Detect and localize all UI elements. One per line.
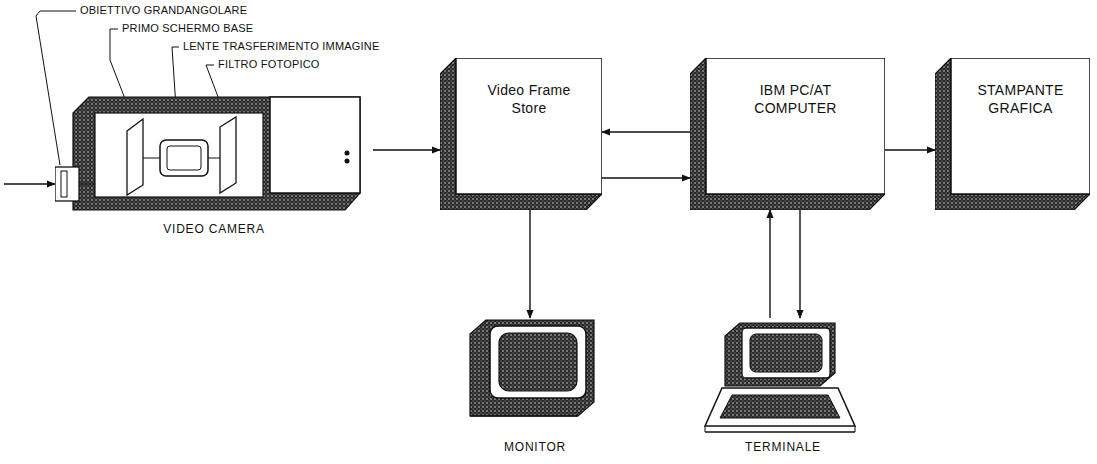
box-outline	[440, 58, 602, 210]
callout-label: OBIETTIVO GRANDANGOLARE	[80, 4, 247, 16]
computer-box: IBM PC/AT COMPUTER	[690, 58, 885, 210]
box-outline	[690, 58, 885, 210]
callout-label: PRIMO SCHERMO BASE	[122, 22, 253, 34]
callout-label: LENTE TRASFERIMENTO IMMAGINE	[183, 40, 380, 52]
unit-caption: TERMINALE	[700, 318, 866, 455]
box-title: Video Frame Store	[471, 58, 572, 117]
box-outline	[935, 58, 1090, 210]
signal-arrow	[373, 149, 440, 150]
signal-arrow	[529, 210, 530, 318]
printer-box: STAMPANTE GRAFICA	[935, 58, 1090, 210]
video-camera: VIDEO CAMERA	[55, 95, 373, 247]
signal-arrow	[602, 131, 690, 132]
terminal-outline	[700, 318, 866, 460]
signal-arrow	[885, 149, 935, 150]
signal-arrow	[602, 177, 690, 178]
input-light-arrow	[4, 183, 55, 184]
signal-arrow	[769, 210, 770, 318]
monitor-outline	[462, 318, 608, 460]
monitor-unit: MONITOR	[462, 318, 608, 460]
leader-line	[36, 11, 76, 165]
frame-store-box: Video Frame Store	[440, 58, 602, 210]
signal-arrow	[799, 210, 800, 318]
box-title: IBM PC/AT COMPUTER	[730, 58, 846, 117]
box-title: STAMPANTE GRAFICA	[957, 58, 1068, 117]
callout-label: FILTRO FOTOPICO	[218, 58, 320, 70]
unit-caption: MONITOR	[462, 318, 608, 455]
terminal-unit: TERMINALE	[700, 318, 866, 460]
unit-caption: VIDEO CAMERA	[55, 95, 373, 237]
